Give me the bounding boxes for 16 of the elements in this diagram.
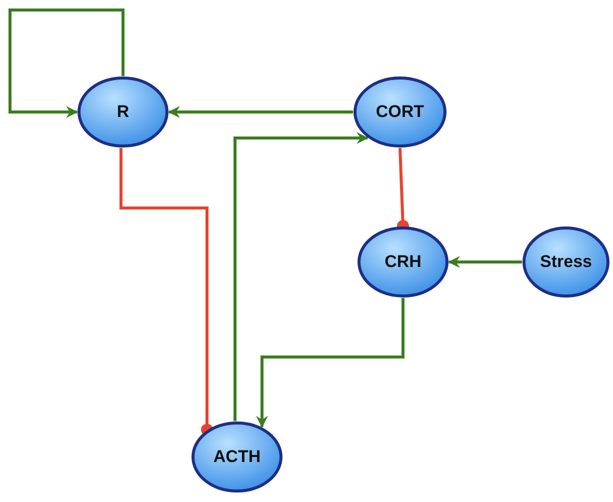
arrow [8, 8, 124, 118]
node-ellipse [522, 226, 610, 298]
node-label: CRH [384, 251, 422, 274]
node-ellipse [77, 76, 169, 148]
node-ellipse [357, 226, 449, 298]
node-label: CORT [376, 101, 424, 124]
arrow [448, 256, 522, 268]
arrow [168, 106, 353, 118]
node-label: ACTH [213, 446, 261, 468]
node-label: R [116, 101, 130, 124]
node-ellipse [353, 76, 447, 148]
inhibition-line [120, 148, 213, 436]
node-ellipse [191, 421, 283, 493]
node-label: Stress [540, 251, 592, 274]
arrow [234, 132, 368, 422]
arrow [256, 298, 404, 428]
